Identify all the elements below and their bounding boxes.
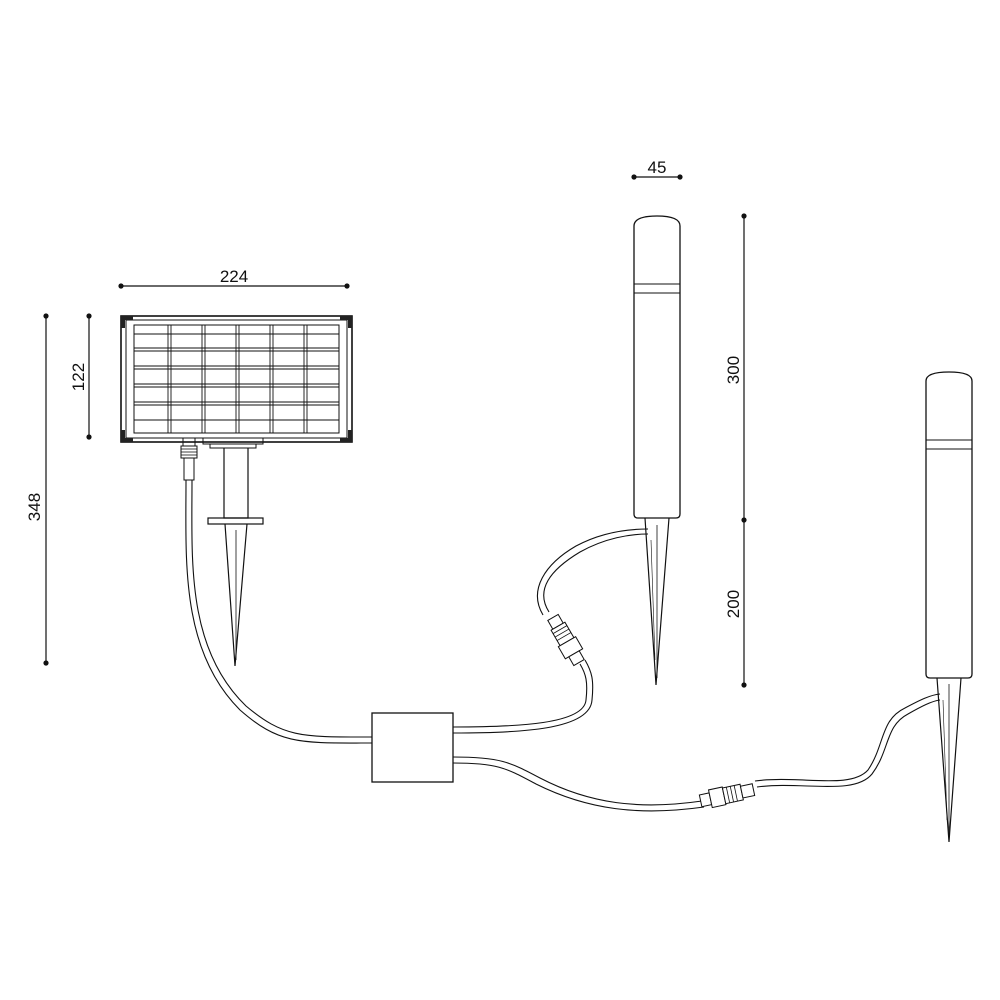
dim-label-panel-width: 224 xyxy=(220,267,248,286)
cables xyxy=(185,479,941,812)
dimension-panel-height: 122 xyxy=(69,313,92,440)
dimension-panel-width: 224 xyxy=(118,267,350,289)
solar-panel xyxy=(120,315,353,449)
dim-label-light-diameter: 45 xyxy=(648,158,667,177)
panel-cell-grid xyxy=(134,325,339,433)
junction-box xyxy=(371,712,454,783)
panel-ground-stake xyxy=(207,448,264,667)
panel-cable-gland xyxy=(180,437,198,481)
bollard-light-2 xyxy=(925,371,973,843)
dimension-light-diameter: 45 xyxy=(631,158,683,180)
dim-label-spike-length: 200 xyxy=(724,590,743,618)
dimension-panel-total-height: 348 xyxy=(25,313,49,666)
panel-corner-brackets xyxy=(121,316,352,442)
dim-label-light-body-height: 300 xyxy=(724,356,743,384)
dimension-light-height: 300 200 xyxy=(724,213,747,688)
dim-label-panel-height: 122 xyxy=(69,363,88,391)
dim-label-panel-total-height: 348 xyxy=(25,493,44,521)
cable-connector-1 xyxy=(547,613,585,667)
bollard-light-1 xyxy=(633,215,681,686)
cable-connector-2 xyxy=(698,783,756,809)
